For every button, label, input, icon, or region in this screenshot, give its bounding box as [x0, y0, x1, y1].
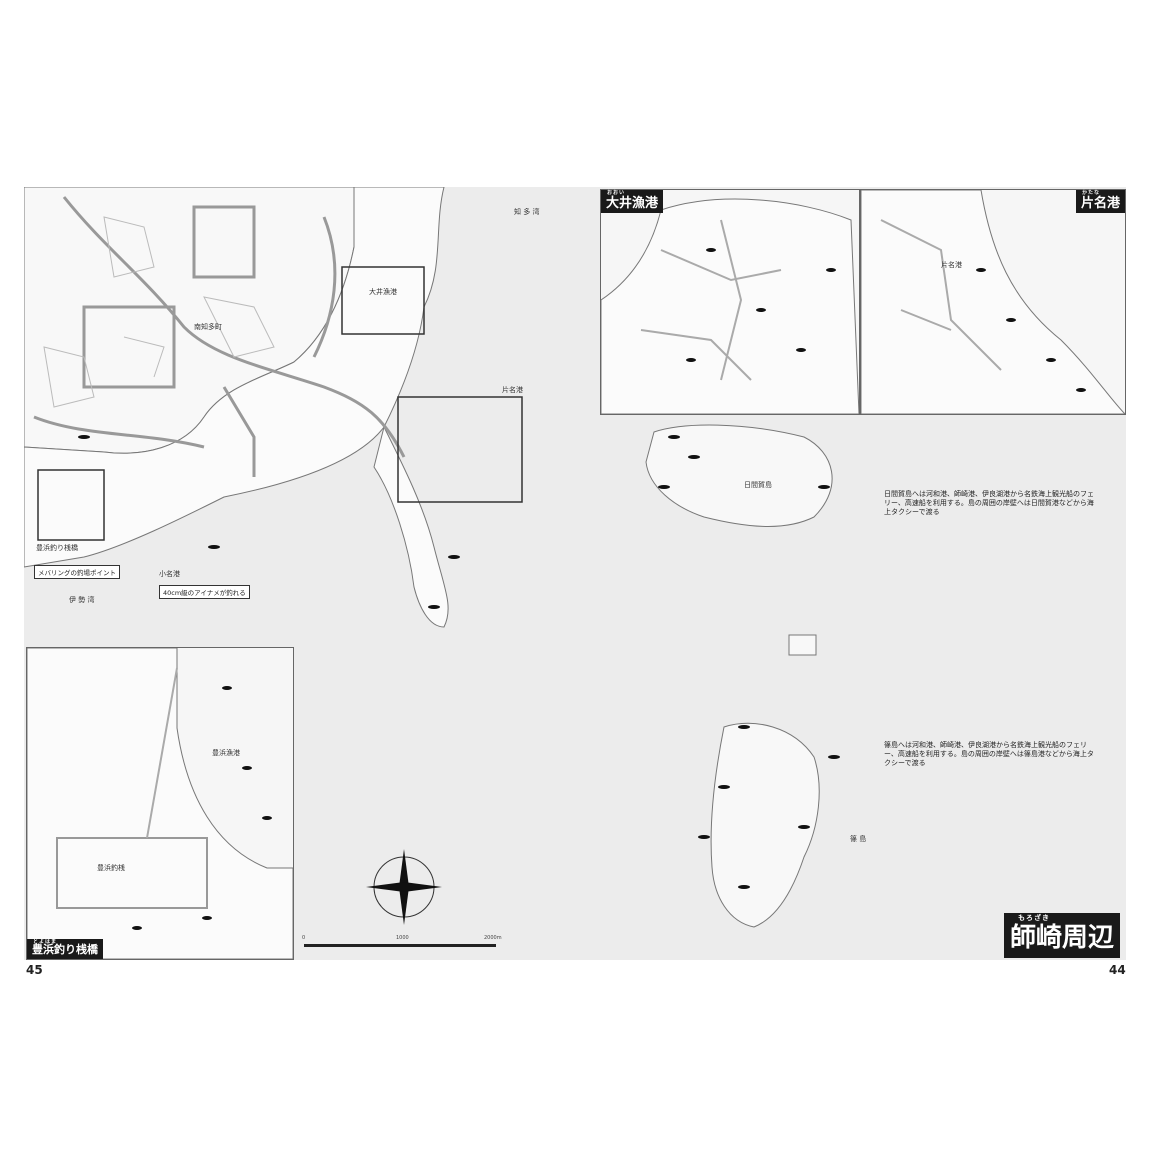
- label-toyohama-pier: 豊浜釣り桟橋: [36, 544, 78, 552]
- inset-katana-title-text: 片名港: [1080, 196, 1120, 211]
- label-chitawan: 知 多 湾: [514, 208, 540, 216]
- inset-toyohama-ruby: とよはま: [33, 939, 58, 945]
- map-base: [24, 187, 840, 947]
- note-shino: 篠島へは河和港、師崎港、伊良湖港から名鉄海上観光船のフェリー、高速船を利用する。…: [884, 741, 1094, 767]
- inset-toyohama: 豊浜漁港 豊浜釣桟 とよはま 豊浜釣り桟橋: [26, 647, 294, 960]
- inset-katana-label: 片名港: [941, 261, 962, 269]
- main-title-text: 師崎周辺: [1010, 923, 1115, 953]
- label-toyohama-port: 豊浜漁港: [212, 749, 240, 757]
- main-title: もろざき 師崎周辺: [1004, 913, 1121, 958]
- inset-toyohama-title: とよはま 豊浜釣り桟橋: [27, 939, 103, 959]
- scale-mid: 1000: [396, 935, 409, 941]
- inset-oi-title-text: 大井漁港: [606, 196, 659, 211]
- label-katana-port: 片名港: [502, 386, 523, 394]
- inset-toyohama-title-text: 豊浜釣り桟橋: [32, 943, 98, 956]
- main-title-ruby: もろざき: [1018, 914, 1050, 922]
- roads: [33, 196, 406, 477]
- label-toyohama-pier-small: 豊浜釣桟: [97, 864, 125, 872]
- inset-oi-title: おおい 大井漁港: [601, 190, 664, 213]
- label-oi-port-small: 大井漁港: [369, 288, 397, 296]
- inset-oi-ruby: おおい: [607, 190, 626, 196]
- compass-rose: [366, 849, 442, 925]
- label-shinojima: 篠 島: [850, 835, 867, 843]
- label-himaka: 日間賀島: [744, 481, 772, 489]
- scale-zero: 0: [302, 935, 306, 941]
- inset-katana-ruby: かたな: [1081, 190, 1100, 196]
- ainame-callout: 40cm級のアイナメが釣れる: [159, 585, 250, 599]
- label-isewan: 伊 勢 湾: [69, 596, 95, 604]
- page-number-left: 45: [26, 963, 43, 977]
- label-kojima: 小名港: [159, 570, 180, 578]
- scale-max: 2000m: [484, 935, 502, 941]
- label-chita-town: 南知多町: [194, 323, 222, 331]
- note-himaka: 日間賀島へは河和港、師崎港、伊良湖港から名鉄海上観光船のフェリー、高速船を利用す…: [884, 490, 1094, 516]
- scale-bar: [304, 944, 496, 947]
- mebaring-callout: メバリングの釣場ポイント: [34, 565, 120, 579]
- inset-oi-port: おおい 大井漁港: [600, 189, 860, 415]
- page-number-right: 44: [1109, 963, 1126, 977]
- inset-katana-title: かたな 片名港: [1075, 190, 1125, 213]
- map-spread: 南知多町 伊 勢 湾 片名港 知 多 湾 大井漁港 豊浜釣り桟橋 日間賀島 篠 …: [24, 187, 1126, 960]
- inset-katana-port: 片名港 かたな 片名港: [860, 189, 1126, 415]
